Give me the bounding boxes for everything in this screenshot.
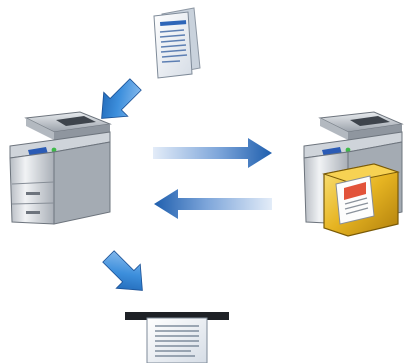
multifunction-printer-icon bbox=[9, 111, 112, 225]
multifunction-printer-with-mailbox-icon bbox=[303, 111, 404, 237]
output-page-icon bbox=[125, 312, 229, 363]
document-icon bbox=[153, 7, 201, 79]
arrow-right-icon bbox=[153, 138, 272, 168]
arrow-left-icon bbox=[154, 189, 272, 219]
mailbox-overlay bbox=[322, 163, 400, 237]
arrow-down-left-icon bbox=[101, 78, 142, 119]
arrow-down-right-icon bbox=[102, 250, 143, 291]
